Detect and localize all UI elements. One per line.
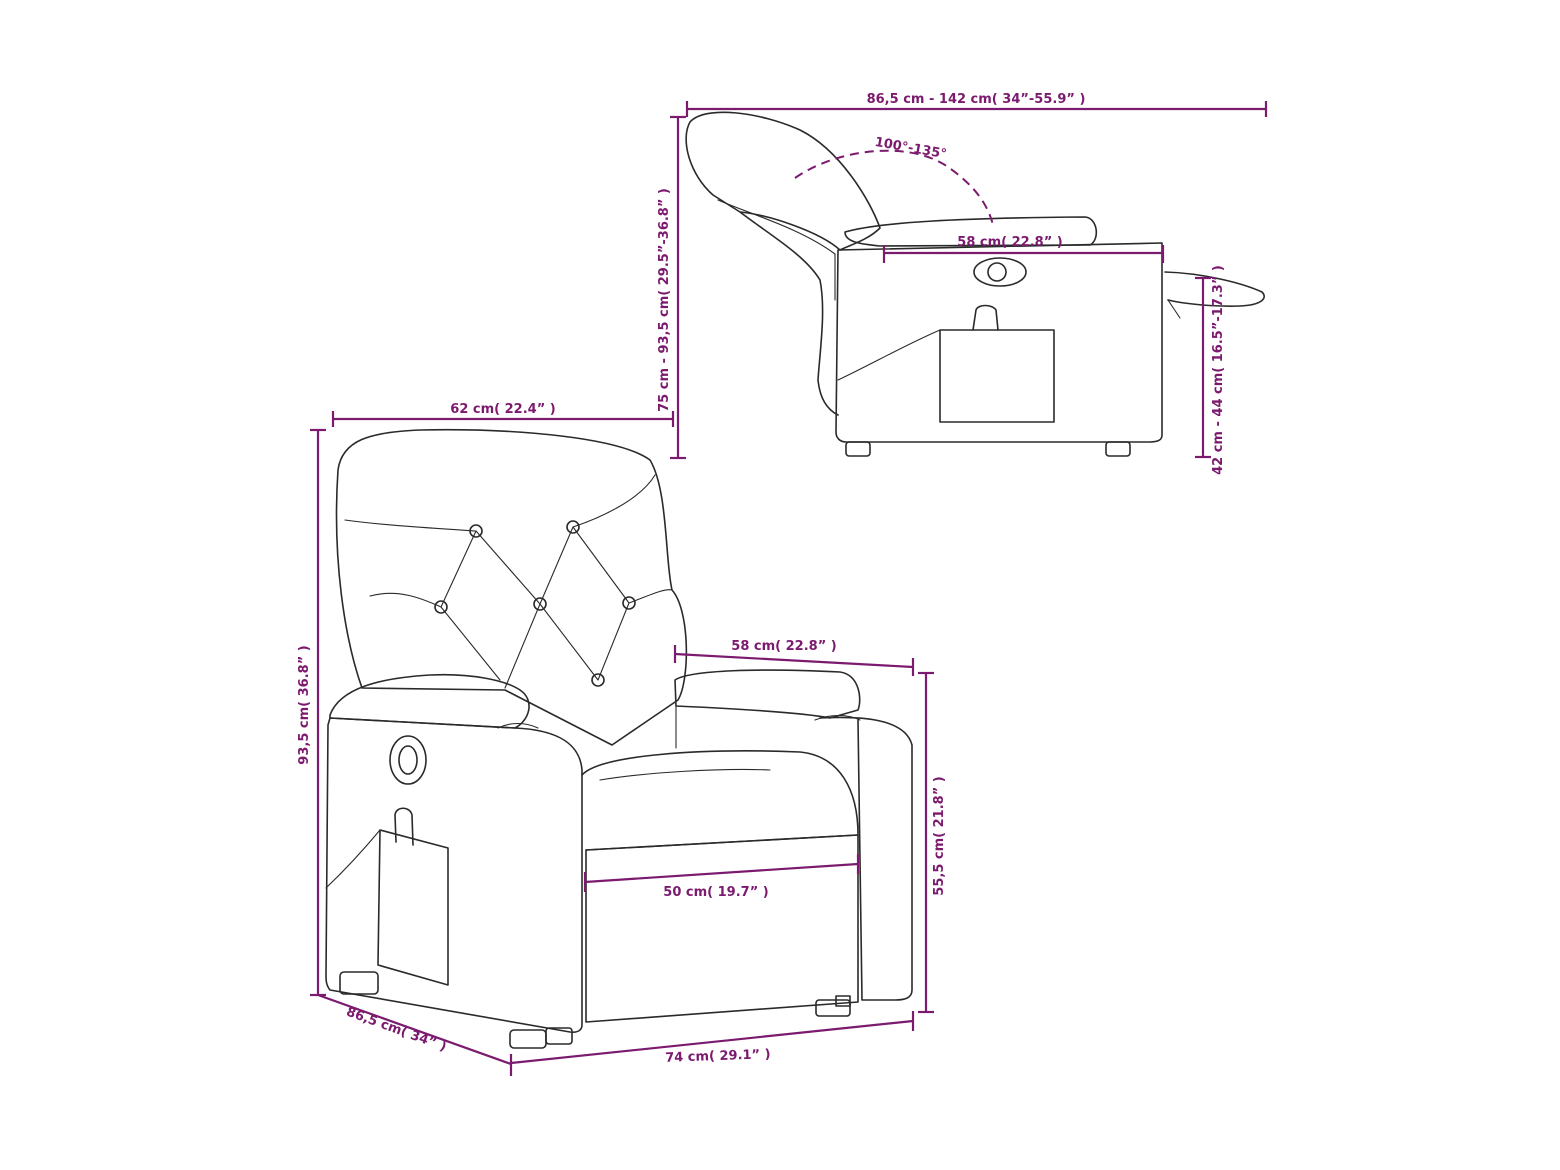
dim-recline-arc [794,149,994,226]
front-control-knob [398,745,418,775]
dim-seat-width [583,854,860,892]
dim-front-backrest-width [331,411,675,427]
label-side-seat-depth: 58 cm( 22.8” ) [957,235,1062,250]
label-side-length: 86,5 cm - 142 cm( 34”-55.9” ) [867,92,1086,107]
side-leg-back [1105,441,1131,457]
label-front-backrest-width: 62 cm( 22.4” ) [450,402,555,417]
front-seat-face [585,834,859,1023]
label-recline-angle: 100°-135° [874,135,948,162]
front-control-knob-outer [389,735,427,785]
dim-side-height [670,115,686,460]
side-body [835,242,1163,443]
front-leg-front-inner [545,1027,573,1045]
label-armrest-length: 58 cm( 22.8” ) [731,639,836,654]
side-remote [972,304,999,331]
front-backrest [335,428,688,746]
dim-side-length [685,101,1268,117]
front-remote [394,807,414,846]
label-depth: 86,5 cm( 34” ) [344,1005,448,1055]
front-left-arm [325,717,583,1033]
dim-arm-height [918,671,934,1014]
side-control-knob-outer [973,257,1027,287]
label-width: 74 cm( 29.1” ) [665,1047,771,1066]
dim-depth [317,993,513,1076]
label-seat-width: 50 cm( 19.7” ) [663,885,768,900]
front-leg-right [815,999,851,1017]
dim-front-height [310,428,326,997]
side-control-knob [987,262,1007,282]
front-leg-left [339,971,379,995]
label-side-seat-height: 42 cm - 44 cm( 16.5”-17.3” ) [1211,265,1226,475]
front-right-armrest [674,669,861,719]
front-leg-front [509,1029,547,1049]
dim-armrest-length [673,645,915,676]
front-view-chair [325,428,913,1049]
side-armrest [844,216,1098,247]
label-front-height: 93,5 cm( 36.8” ) [297,645,312,764]
label-side-height: 75 cm - 93,5 cm( 29.5”-36.8” ) [657,188,672,412]
front-leg-right-inner [835,995,851,1007]
front-seat [581,750,859,851]
dim-width [510,1011,915,1065]
dim-side-seat-depth [882,245,1165,263]
side-backrest [685,111,881,251]
tufting-buttons [344,474,673,689]
side-pocket [939,329,1055,423]
side-view-chair [685,111,1265,457]
front-pocket [377,829,449,986]
side-back-panel [739,211,839,416]
front-left-armrest [329,673,530,729]
dim-side-seat-height [1195,276,1211,459]
side-leg-front [845,441,871,457]
front-right-arm [819,716,913,1001]
label-arm-height: 55,5 cm( 21.8” ) [932,776,947,895]
